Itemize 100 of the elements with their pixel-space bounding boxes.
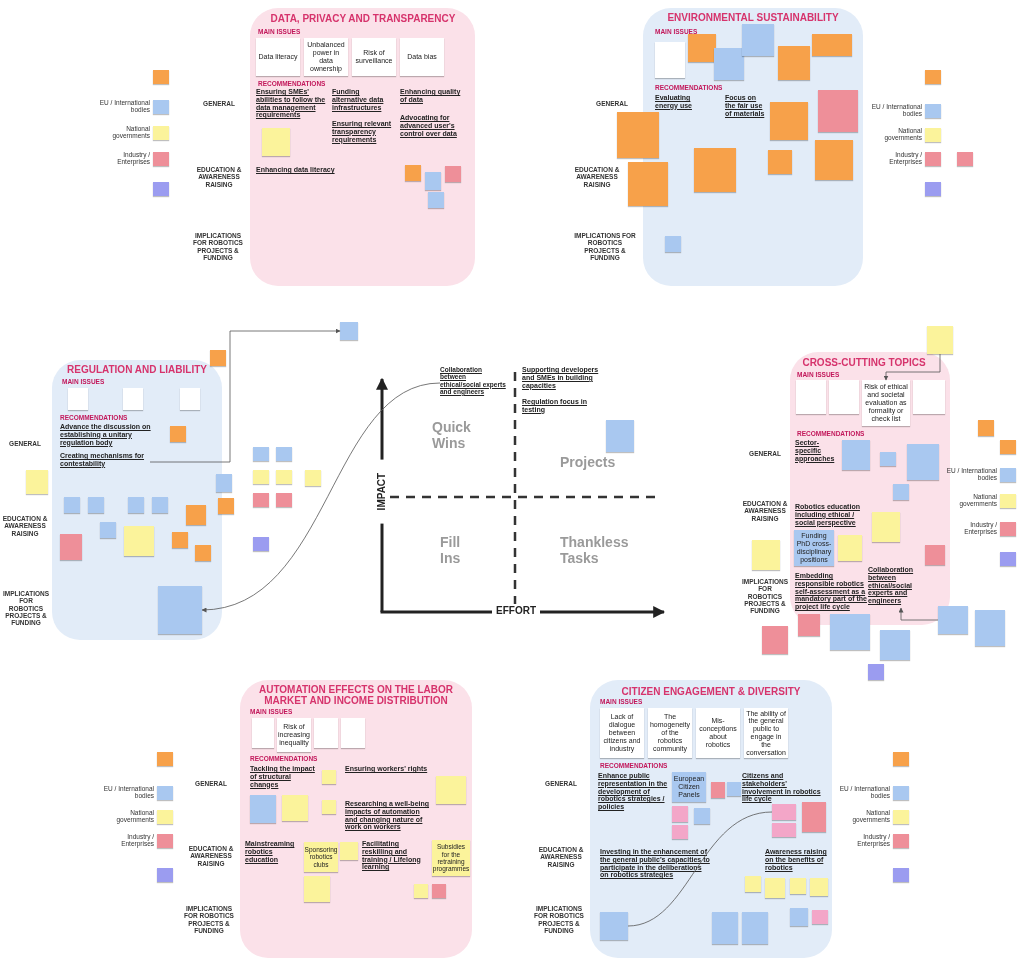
issue-note	[314, 718, 338, 748]
sticky-note	[153, 182, 169, 196]
sticky-note	[745, 876, 761, 892]
topic-panel	[240, 680, 472, 958]
sticky-note	[157, 834, 173, 848]
sticky-note	[628, 162, 668, 206]
sticky-note	[893, 810, 909, 824]
sticky-note	[790, 908, 808, 926]
sticky-note	[218, 498, 234, 514]
sticky-note	[927, 326, 953, 354]
sticky-note	[253, 470, 269, 484]
sticky-note	[957, 152, 973, 166]
quadrant-label: Fill Ins	[440, 535, 462, 567]
sticky-note	[216, 474, 232, 492]
panel-title: CROSS-CUTTING TOPICS	[801, 357, 927, 369]
topic-panel	[590, 680, 832, 958]
sticky-note	[925, 152, 941, 166]
sticky-note	[727, 782, 741, 796]
issue-note	[655, 42, 685, 78]
sticky-note	[262, 128, 290, 156]
sticky-note	[253, 447, 269, 461]
panel-title: ENVIRONMENTAL SUSTAINABILITY	[666, 12, 840, 24]
sticky-note	[802, 802, 826, 832]
sticky-note	[153, 100, 169, 114]
sticky-note	[1000, 494, 1016, 508]
sticky-note	[672, 806, 688, 822]
sticky-note	[276, 470, 292, 484]
sticky-note	[1000, 440, 1016, 454]
issue-note	[341, 718, 365, 748]
panel-title: REGULATION AND LIABILITY	[66, 364, 208, 376]
sticky-note	[818, 90, 858, 132]
sticky-note	[253, 537, 269, 551]
sticky-note	[1000, 552, 1016, 566]
sticky-note	[893, 834, 909, 848]
sticky-note	[893, 868, 909, 882]
sticky-note	[665, 236, 681, 252]
sticky-note	[742, 912, 768, 944]
topic-panel	[250, 8, 475, 286]
sticky-note	[322, 800, 336, 814]
sticky-note	[157, 752, 173, 766]
topic-panel	[52, 360, 222, 640]
sticky-note	[812, 910, 828, 924]
connector-line	[627, 811, 773, 927]
issue-note	[252, 718, 274, 748]
sticky-note	[938, 606, 968, 634]
sticky-note	[436, 776, 466, 804]
sticky-note	[322, 770, 336, 784]
sticky-note	[830, 614, 870, 650]
sticky-note	[432, 884, 446, 898]
sticky-note	[100, 522, 116, 538]
sticky-note	[711, 782, 725, 798]
sticky-note	[694, 808, 710, 824]
sticky-note	[978, 420, 994, 436]
sticky-note	[752, 540, 780, 570]
sticky-note	[128, 497, 144, 513]
sticky-note	[170, 426, 186, 442]
sticky-note	[893, 786, 909, 800]
sticky-note	[975, 610, 1005, 646]
sticky-note	[250, 795, 276, 823]
sticky-note	[340, 322, 358, 340]
sticky-note	[778, 46, 810, 80]
sticky-note	[428, 192, 444, 208]
sticky-note	[157, 810, 173, 824]
sticky-note	[425, 172, 441, 190]
axis-label: EFFORT	[492, 605, 540, 617]
sticky-note	[617, 112, 659, 158]
sticky-note	[305, 470, 321, 486]
sticky-note	[893, 752, 909, 766]
sticky-note	[838, 535, 862, 561]
issue-note	[796, 380, 826, 414]
sticky-note	[688, 34, 716, 62]
sticky-note	[925, 70, 941, 84]
sticky-note	[172, 532, 188, 548]
sticky-note	[842, 440, 870, 470]
sticky-note	[925, 545, 945, 565]
sticky-note	[772, 823, 796, 837]
sticky-note	[798, 614, 820, 636]
sticky-note	[445, 166, 461, 182]
sticky-note	[210, 350, 226, 366]
sticky-note	[340, 842, 358, 860]
sticky-note	[768, 150, 792, 174]
sticky-note	[712, 912, 738, 944]
issue-note	[829, 380, 859, 414]
axis-label: IMPACT	[376, 459, 388, 524]
sticky-note	[765, 878, 785, 898]
sticky-note	[925, 182, 941, 196]
sticky-note	[880, 630, 910, 660]
sticky-note	[186, 505, 206, 525]
sticky-note	[672, 825, 688, 839]
sticky-note	[880, 452, 896, 466]
sticky-note	[88, 497, 104, 513]
sticky-note	[253, 493, 269, 507]
sticky-note	[304, 876, 330, 902]
sticky-note	[158, 586, 202, 634]
sticky-note	[606, 420, 634, 452]
panel-title: AUTOMATION EFFECTS ON THE LABOR MARKET AND INCOME DISTRIBUTION	[257, 684, 455, 707]
issue-note	[68, 388, 88, 410]
sticky-note	[868, 664, 884, 680]
sticky-note	[276, 447, 292, 461]
sticky-note	[907, 444, 939, 480]
